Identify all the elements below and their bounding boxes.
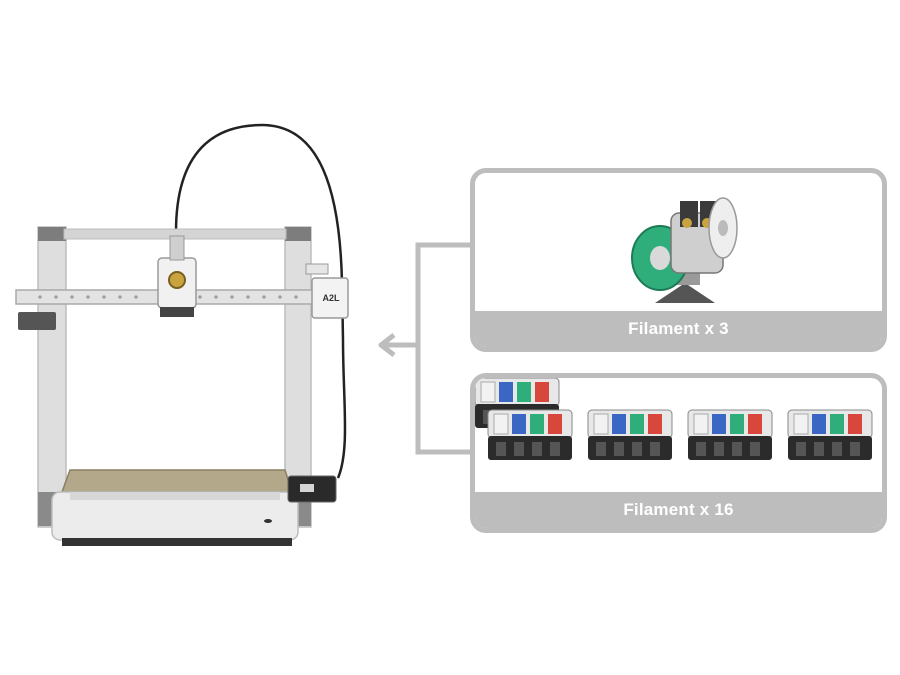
filament-cable — [174, 123, 347, 479]
model-label: A2L — [322, 293, 340, 303]
ams-unit-4 — [787, 409, 873, 461]
option-card-filament-16: Filament x 16 — [470, 373, 887, 533]
option-card-filament-3: Filament x 3 — [470, 168, 887, 352]
extruder-box — [311, 277, 349, 319]
ams-unit-1 — [487, 409, 573, 461]
multi-material-units-icon — [475, 378, 873, 461]
ams-unit-3 — [687, 409, 773, 461]
ams-unit-2 — [587, 409, 673, 461]
option-label: Filament x 16 — [475, 492, 882, 528]
option-label: Filament x 3 — [475, 311, 882, 347]
arrow-head-icon — [378, 333, 396, 357]
single-spool-feeder-icon — [631, 197, 738, 303]
